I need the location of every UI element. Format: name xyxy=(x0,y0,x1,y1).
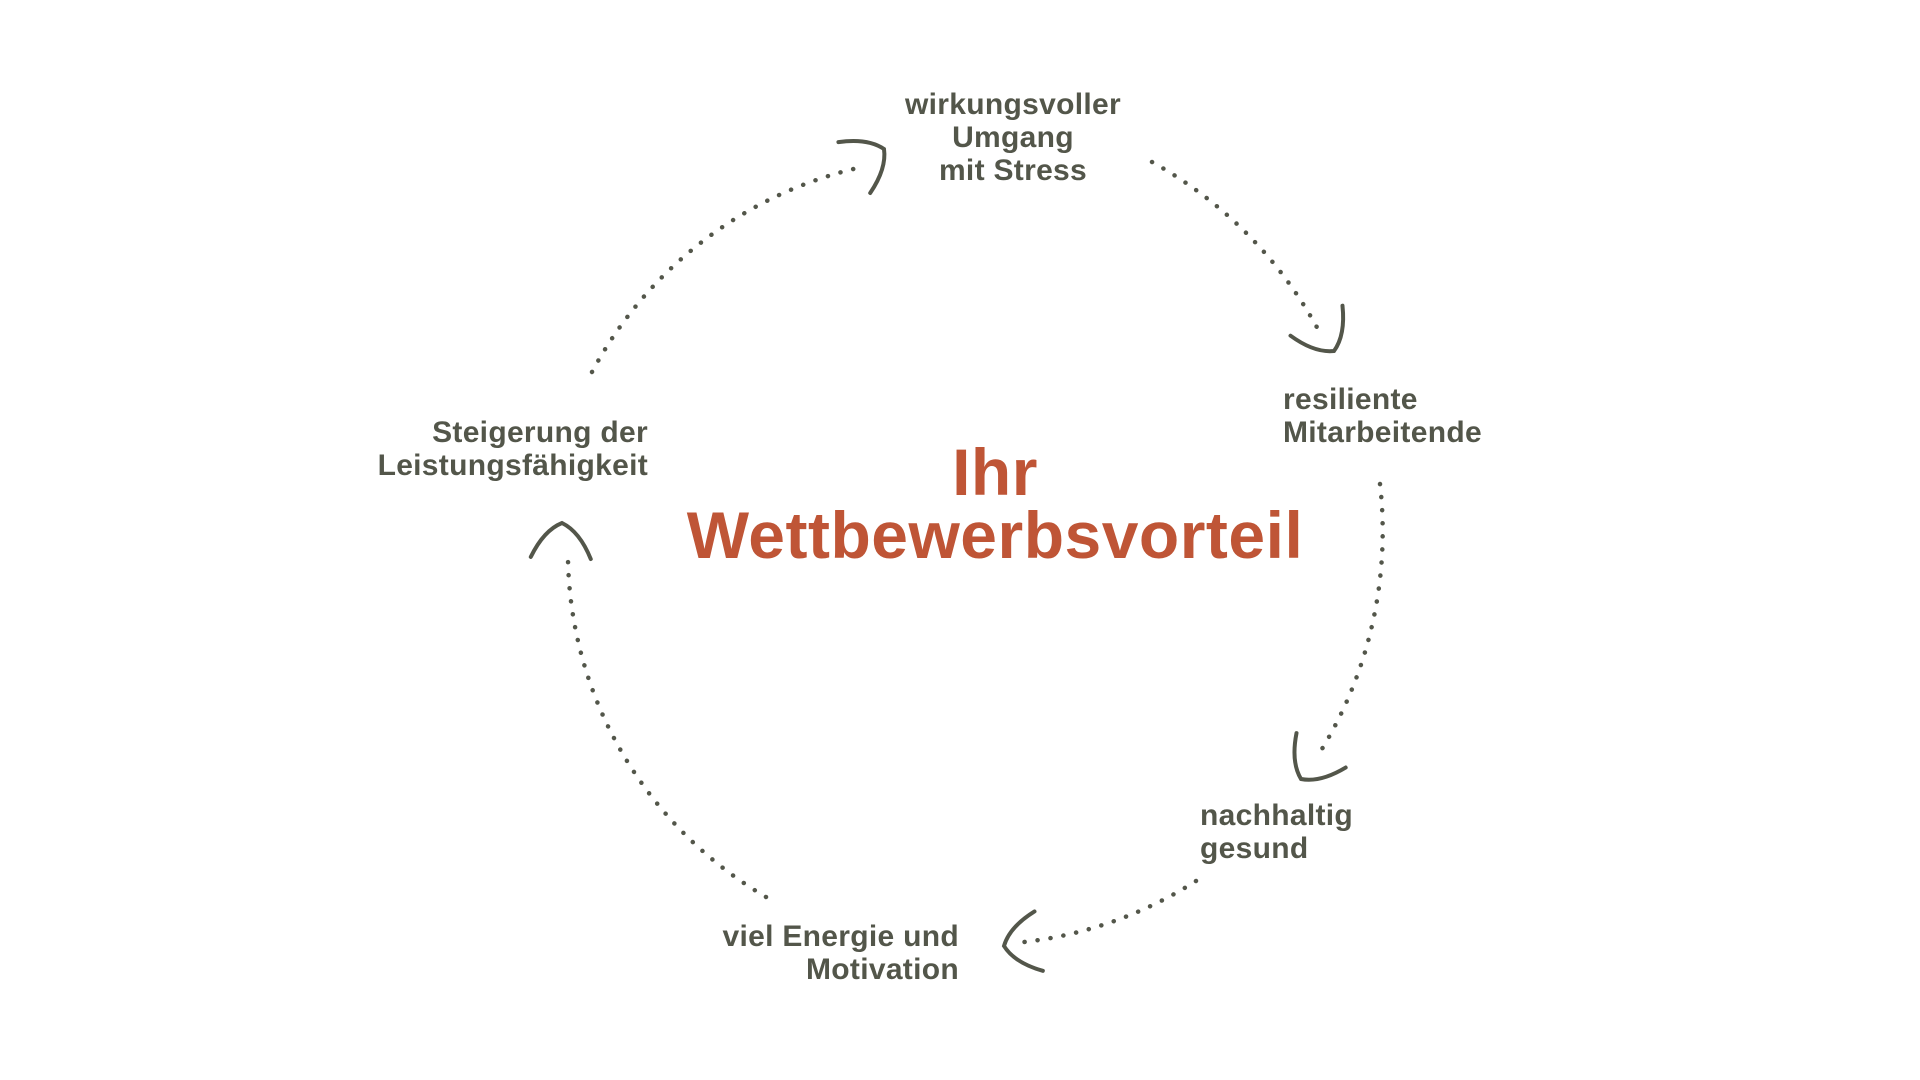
arrowhead-performance xyxy=(528,520,593,562)
arc-energy-to-performance xyxy=(565,557,769,900)
cycle-node-stress: wirkungsvoller Umgang mit Stress xyxy=(905,88,1121,187)
arrowhead-healthy xyxy=(1292,731,1348,782)
arc-healthy-to-energy xyxy=(1021,878,1199,945)
arc-resilient-to-healthy xyxy=(1314,481,1385,760)
arrowhead-energy xyxy=(1001,909,1045,973)
cycle-node-performance: Steigerung der Leistungsfähigkeit xyxy=(377,416,648,482)
cycle-node-healthy: nachhaltig gesund xyxy=(1200,799,1354,865)
arrowhead-stress xyxy=(836,138,887,195)
arrowhead-resilient xyxy=(1288,303,1346,354)
arc-stress-to-resilient xyxy=(1149,159,1323,336)
diagram-title: Ihr Wettbewerbsvorteil xyxy=(686,435,1304,572)
cycle-node-energy: viel Energie und Motivation xyxy=(722,920,959,986)
cycle-node-resilient: resiliente Mitarbeitende xyxy=(1283,383,1482,449)
arc-performance-to-stress xyxy=(589,164,865,375)
